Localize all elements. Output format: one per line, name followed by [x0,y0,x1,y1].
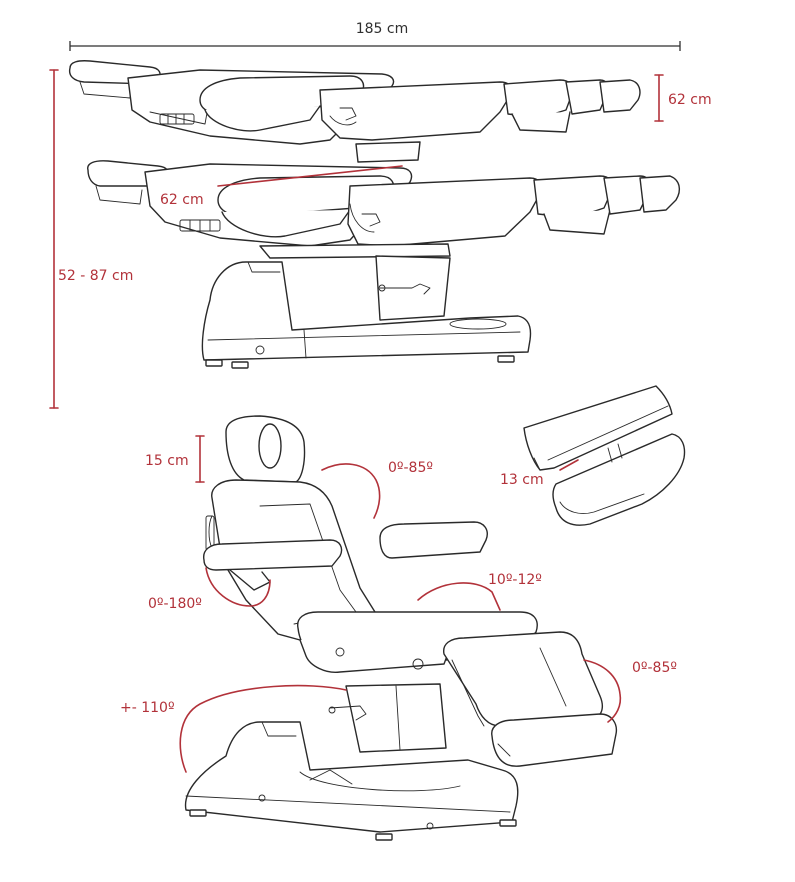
legrest-angle-label: 0º-85º [632,660,677,676]
thickness-label: 62 cm [668,92,712,108]
upper-flat-chair [68,60,641,163]
seat-tilt: 10º-12º [417,572,542,611]
lower-flat-chair: 62 cm [87,160,681,369]
legrest-angle: 0º-85º [583,659,677,723]
thickness-dimension: 62 cm [654,74,712,122]
length-label: 185 cm [356,21,409,37]
base-rotation-label: +- 110º [120,700,175,716]
headrest-dimension: 15 cm [145,435,205,483]
headrest-label: 15 cm [145,453,189,469]
reclined-chair [184,415,618,841]
leg-extension-label: 13 cm [500,472,544,488]
backrest-angle: 0º-85º [321,460,433,519]
height-dimension: 52 - 87 cm [49,69,133,409]
armrest-rotation: 0º-180º [148,567,271,612]
height-label: 52 - 87 cm [58,268,133,284]
leg-extension-detail: 13 cm [500,385,686,526]
seat-tilt-label: 10º-12º [488,572,542,588]
length-dimension: 185 cm [69,21,681,51]
base-rotation: +- 110º [120,684,347,773]
armrest-rotation-label: 0º-180º [148,596,202,612]
lift-label: 62 cm [160,192,204,208]
backrest-angle-label: 0º-85º [388,460,433,476]
